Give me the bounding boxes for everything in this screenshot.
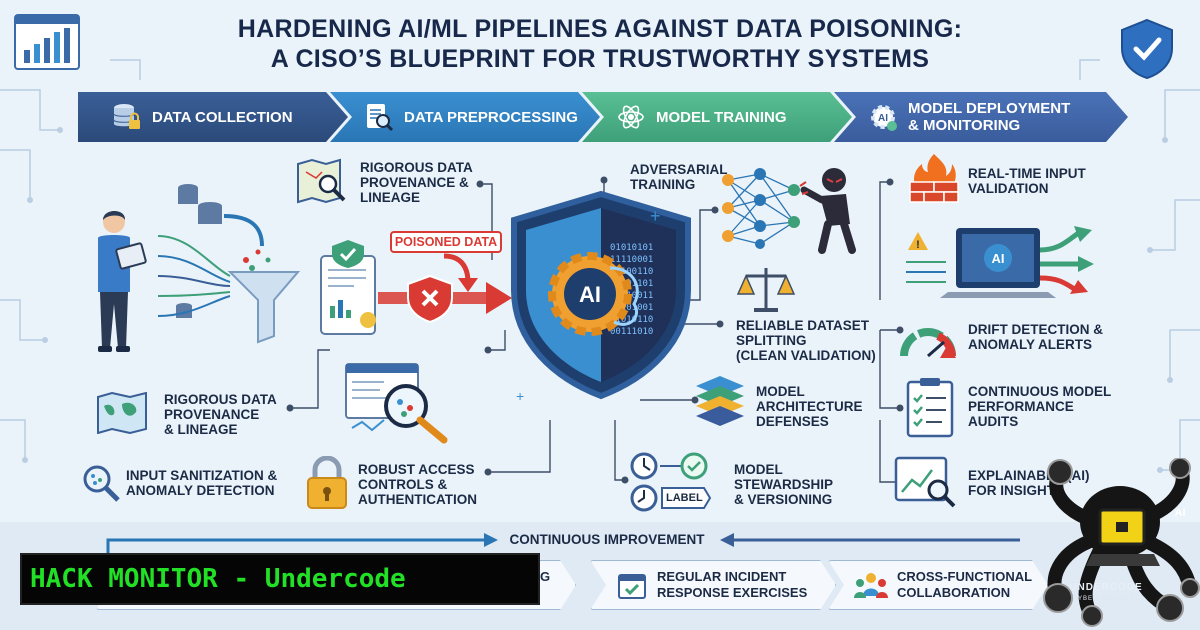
monitor-ai-icon: ! AI: [906, 226, 1094, 298]
sparkle-icon: +: [516, 388, 525, 404]
stage-label: MODEL DEPLOYMENT & MONITORING: [908, 100, 1071, 134]
performance-audits-label: CONTINUOUS MODEL PERFORMANCE AUDITS: [968, 384, 1112, 429]
scales-icon: [736, 268, 796, 312]
undercode-brand-subtext: CYBER SECURITY: [1072, 596, 1140, 602]
provenance-label-preprocessing: RIGOROUS DATA PROVENANCE & LINEAGE: [360, 160, 473, 205]
step-label: CROSS-FUNCTIONAL COLLABORATION: [897, 569, 1033, 600]
architecture-defenses-label: MODEL ARCHITECTURE DEFENSES: [756, 384, 863, 429]
page-title: HARDENING AI/ML PIPELINES AGAINST DATA P…: [190, 14, 1010, 74]
svg-text:00111010: 00111010: [610, 327, 653, 337]
sparkle-icon: +: [650, 206, 661, 226]
step-label: REGULAR INCIDENT RESPONSE EXERCISES: [657, 569, 808, 600]
layer-stack-icon: [696, 376, 744, 426]
stage-label: DATA PREPROCESSING: [404, 108, 578, 126]
access-controls-label: ROBUST ACCESS CONTROLS & AUTHENTICATION: [358, 462, 477, 507]
neural-network-icon: [722, 168, 800, 249]
ai-gear-icon: AI: [868, 102, 898, 132]
atom-icon: [616, 102, 646, 132]
provenance-label-left: RIGOROUS DATA PROVENANCE & LINEAGE: [164, 392, 277, 437]
bar-chart-icon: [14, 14, 80, 70]
stage-data-collection: DATA COLLECTION: [78, 92, 348, 142]
analyst-person-icon: [98, 211, 147, 352]
svg-text:AI: AI: [878, 113, 888, 124]
stage-label: DATA COLLECTION: [152, 108, 293, 126]
poisoned-data-tag: POISONED DATA: [390, 231, 502, 253]
pipeline-stage-bar: DATA COLLECTION DATA PREPROCESSING MODEL…: [78, 92, 1128, 142]
svg-text:10100110: 10100110: [610, 267, 653, 277]
gauge-alert-icon: [900, 328, 956, 358]
team-icon: [853, 570, 889, 600]
firewall-icon: [909, 154, 959, 203]
improvement-step-collaboration: CROSS-FUNCTIONAL COLLABORATION: [828, 560, 1048, 610]
svg-text:11110001: 11110001: [610, 255, 653, 265]
browser-magnifier-icon: [345, 363, 448, 444]
analytics-magnifier-icon: [894, 456, 956, 508]
data-funnel-icon: [157, 184, 301, 344]
svg-text:!: !: [916, 239, 920, 251]
shield-check-icon: [1121, 18, 1173, 80]
octopus-hacker-mascot-icon: AI: [1043, 458, 1200, 627]
database-lock-icon: [112, 102, 142, 132]
title-line-2: A CISO’S BLUEPRINT FOR TRUSTWORTHY SYSTE…: [270, 45, 930, 73]
dataset-splitting-label: RELIABLE DATASET SPLITTING (Clean Valida…: [736, 318, 876, 363]
world-map-icon: [97, 392, 147, 434]
undercode-brand-text: UNDERCODE: [1069, 582, 1143, 593]
svg-text:01101001: 01101001: [610, 303, 653, 313]
svg-text:00101101: 00101101: [610, 279, 653, 289]
stage-model-deployment: AI MODEL DEPLOYMENT & MONITORING: [834, 92, 1128, 142]
stewardship-label: MODEL STEWARDSHIP & VERSIONING: [734, 462, 834, 507]
poisoned-data-arrow-icon: [378, 253, 512, 324]
checklist-icon: [906, 378, 954, 438]
input-validation-label: REAL-TIME INPUT VALIDATION: [968, 166, 1086, 196]
sanitization-label: INPUT SANITIZATION & ANOMALY DETECTION: [126, 468, 278, 498]
title-line-1: HARDENING AI/ML PIPELINES AGAINST DATA P…: [237, 15, 963, 43]
hack-monitor-watermark: HACK MONITOR - Undercode: [20, 553, 540, 605]
padlock-icon: [307, 456, 347, 509]
mascot-ai-text: AI: [1175, 507, 1186, 519]
attacker-icon: [799, 168, 856, 254]
adversarial-training-label: ADVERSARIAL TRAINING: [630, 162, 728, 192]
improvement-step-incident-response: REGULAR INCIDENT RESPONSE EXERCISES: [590, 560, 836, 610]
magnifier-icon: [83, 465, 120, 502]
stage-model-training: MODEL TRAINING: [582, 92, 852, 142]
svg-text:01010101: 01010101: [610, 243, 653, 253]
shield-ai-text: AI: [579, 282, 601, 307]
stage-data-preprocessing: DATA PREPROCESSING: [330, 92, 600, 142]
document-magnifier-icon: [364, 102, 394, 132]
monitor-ai-text: AI: [992, 251, 1005, 266]
calendar-check-icon: [617, 570, 647, 600]
drift-detection-label: DRIFT DETECTION & ANOMALY ALERTS: [968, 322, 1103, 352]
version-label-tag: LABEL: [666, 492, 703, 504]
map-magnifier-icon: [297, 158, 346, 204]
clock-versioning-icon: [630, 452, 712, 512]
continuous-improvement-label: CONTINUOUS IMPROVEMENT: [509, 532, 705, 547]
verified-clipboard-icon: [320, 240, 376, 335]
stage-label: MODEL TRAINING: [656, 108, 787, 126]
